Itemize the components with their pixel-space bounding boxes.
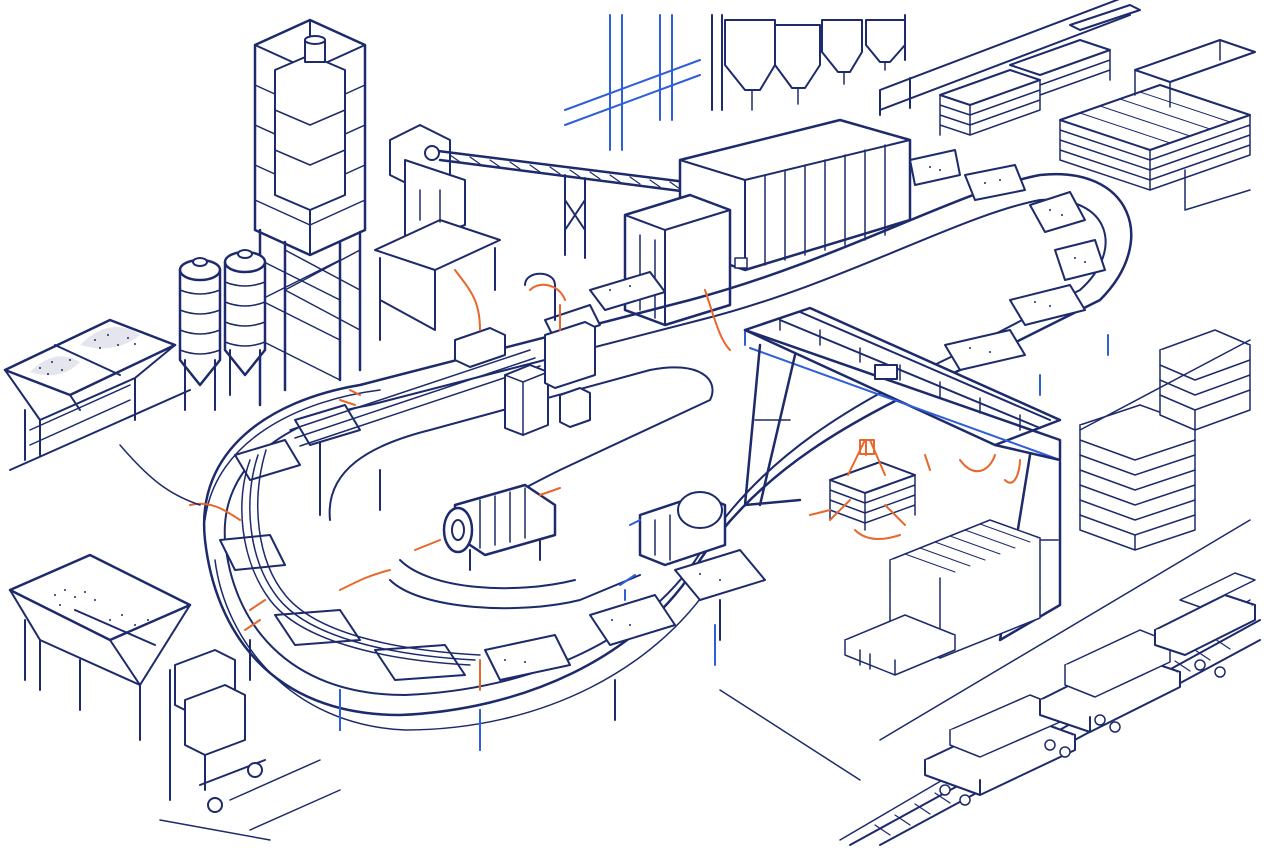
aggregate-hopper-left xyxy=(3,318,191,471)
orange-cables xyxy=(189,269,1021,691)
racks-top-right xyxy=(879,0,1141,136)
tensioning-machine xyxy=(442,483,557,571)
sleeper-stacks-center xyxy=(844,329,1251,676)
top-silos xyxy=(724,19,906,111)
floor-lines xyxy=(119,339,1251,841)
mixer-feeder xyxy=(374,124,501,341)
cement-silos xyxy=(178,249,267,411)
gantry-crane xyxy=(743,306,1062,642)
aggregate-hopper-bottom xyxy=(8,553,266,813)
track-legs xyxy=(249,334,1109,751)
spreader-lifter xyxy=(809,439,916,540)
control-cabinets xyxy=(454,272,596,436)
rail-wagons xyxy=(924,572,1256,806)
sleeper-stack-top-right xyxy=(1059,39,1256,211)
prestress-wires xyxy=(241,349,541,666)
moulds-on-track xyxy=(219,149,1106,681)
background-structure xyxy=(564,14,906,151)
circulating-track xyxy=(202,172,1133,751)
inclined-conveyor xyxy=(424,145,714,259)
curing-chamber xyxy=(623,118,912,327)
batching-tower xyxy=(253,18,367,407)
concrete-distributor xyxy=(619,491,727,601)
